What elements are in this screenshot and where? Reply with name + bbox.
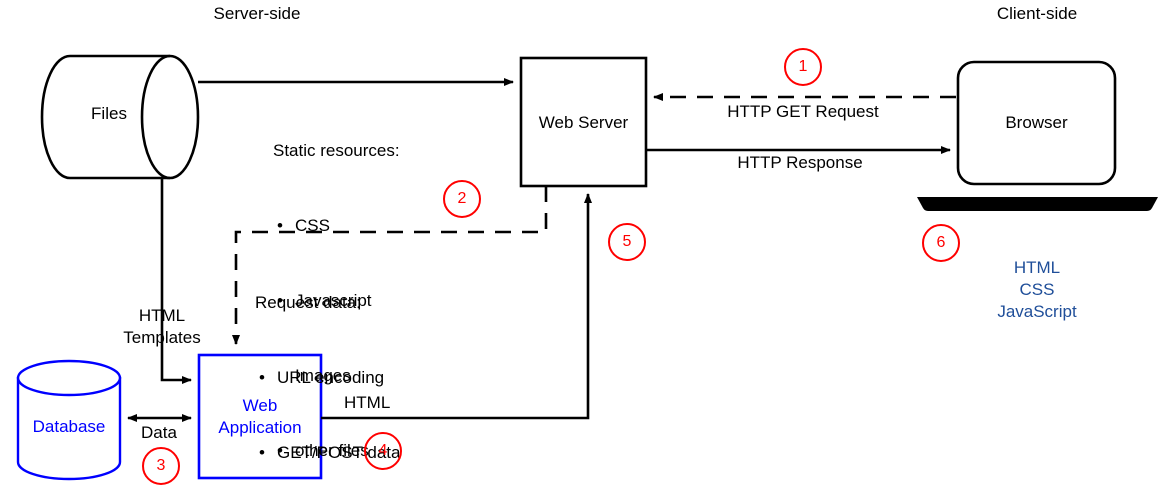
- step-marker-5: 5: [608, 223, 646, 261]
- static-resources-item-javascript: Javascript: [273, 288, 400, 313]
- http-get-request-label: HTTP GET Request: [727, 102, 879, 121]
- laptop-base-shape: [917, 197, 1158, 211]
- database-node-label: Database: [32, 417, 106, 436]
- step-marker-1: 1: [784, 48, 822, 86]
- web-server-box-shape: [519, 56, 648, 188]
- html-edge-label: HTML: [344, 393, 391, 412]
- http-response-label: HTTP Response: [737, 153, 863, 172]
- html-templates-label-line2: Templates: [123, 328, 201, 347]
- request-data-heading: Request data:: [255, 293, 361, 312]
- files-cylinder-shape: [40, 54, 200, 180]
- server-side-title: Server-side: [213, 4, 301, 23]
- web-application-node-label-line2: Application: [218, 418, 302, 437]
- edge-files-to-webapp-templates: [160, 178, 192, 384]
- step-marker-3: 3: [142, 447, 180, 485]
- static-resources-heading: Static resources:: [273, 141, 400, 160]
- edge-webapp-to-webserver-html: [321, 193, 592, 420]
- client-side-title: Client-side: [996, 4, 1078, 23]
- step-marker-4: 4: [364, 432, 402, 470]
- browser-box-shape: [956, 60, 1117, 186]
- web-application-node-label-line1: Web: [242, 396, 278, 415]
- static-resources-item-css: CSS: [273, 213, 400, 238]
- html-templates-label-line1: HTML: [138, 306, 186, 325]
- client-tech-css: CSS: [1019, 280, 1055, 299]
- database-cylinder-shape: [16, 359, 122, 481]
- request-data-item-url-encoding: URL encoding: [255, 365, 400, 390]
- files-node-label: Files: [91, 104, 127, 123]
- client-tech-javascript: JavaScript: [997, 302, 1077, 321]
- client-tech-html: HTML: [1013, 258, 1061, 277]
- web-server-node-label: Web Server: [538, 113, 629, 132]
- step-marker-2: 2: [443, 180, 481, 218]
- data-edge-label: Data: [141, 423, 177, 442]
- request-data-list: Request data: URL encoding GET/POST data…: [255, 240, 400, 501]
- step-marker-6: 6: [922, 224, 960, 262]
- browser-node-label: Browser: [1005, 113, 1068, 132]
